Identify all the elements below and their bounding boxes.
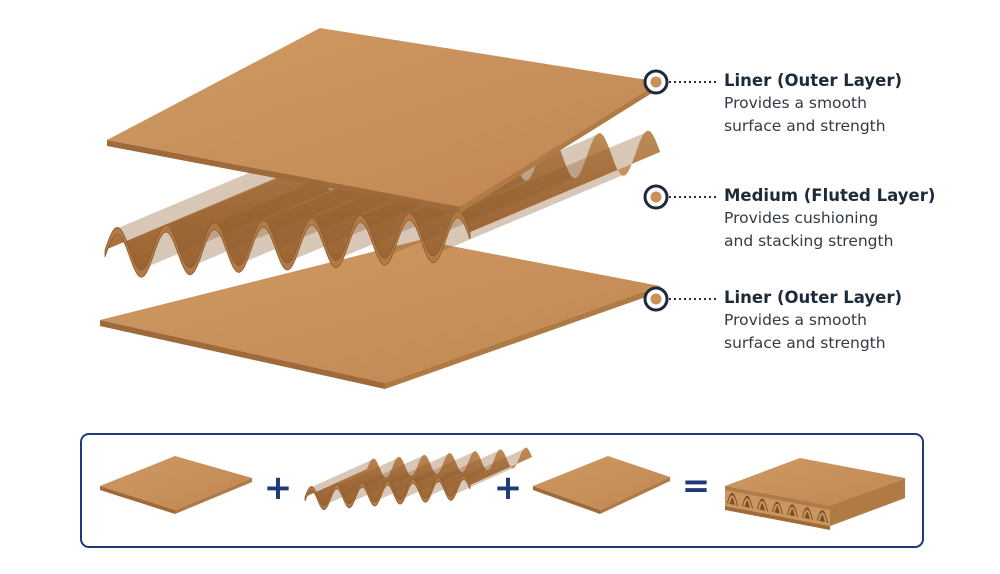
layer-description-line: surface and strength	[724, 334, 886, 352]
plus-operator: +	[493, 468, 523, 508]
equation-flute	[304, 447, 532, 510]
callout-3	[643, 286, 716, 312]
layer-description-line: surface and strength	[724, 117, 886, 135]
layer-label-outer-top: Liner (Outer Layer) Provides a smooth su…	[724, 70, 994, 138]
layer-description-line: Provides a smooth	[724, 94, 867, 112]
equation-corrugated-board	[725, 458, 905, 530]
plus-operator: +	[263, 468, 293, 508]
bottom-liner-sheet	[100, 240, 660, 389]
top-liner-sheet	[107, 28, 660, 213]
equation-panel	[80, 433, 924, 548]
layer-title: Liner (Outer Layer)	[724, 288, 903, 307]
layer-description-line: Provides cushioning	[724, 209, 879, 227]
layer-label-outer-bottom: Liner (Outer Layer) Provides a smooth su…	[724, 287, 994, 355]
equation-liner-2	[533, 456, 670, 514]
layer-title: Medium (Fluted Layer)	[724, 186, 936, 205]
equation-liner-1	[100, 456, 252, 514]
callout-1	[643, 69, 716, 95]
layer-description-line: Provides a smooth	[724, 311, 867, 329]
layer-description-line: and stacking strength	[724, 232, 894, 250]
layer-label-fluted: Medium (Fluted Layer) Provides cushionin…	[724, 185, 994, 253]
equals-operator: =	[681, 466, 711, 506]
callout-2	[643, 184, 716, 210]
layer-title: Liner (Outer Layer)	[724, 71, 903, 90]
